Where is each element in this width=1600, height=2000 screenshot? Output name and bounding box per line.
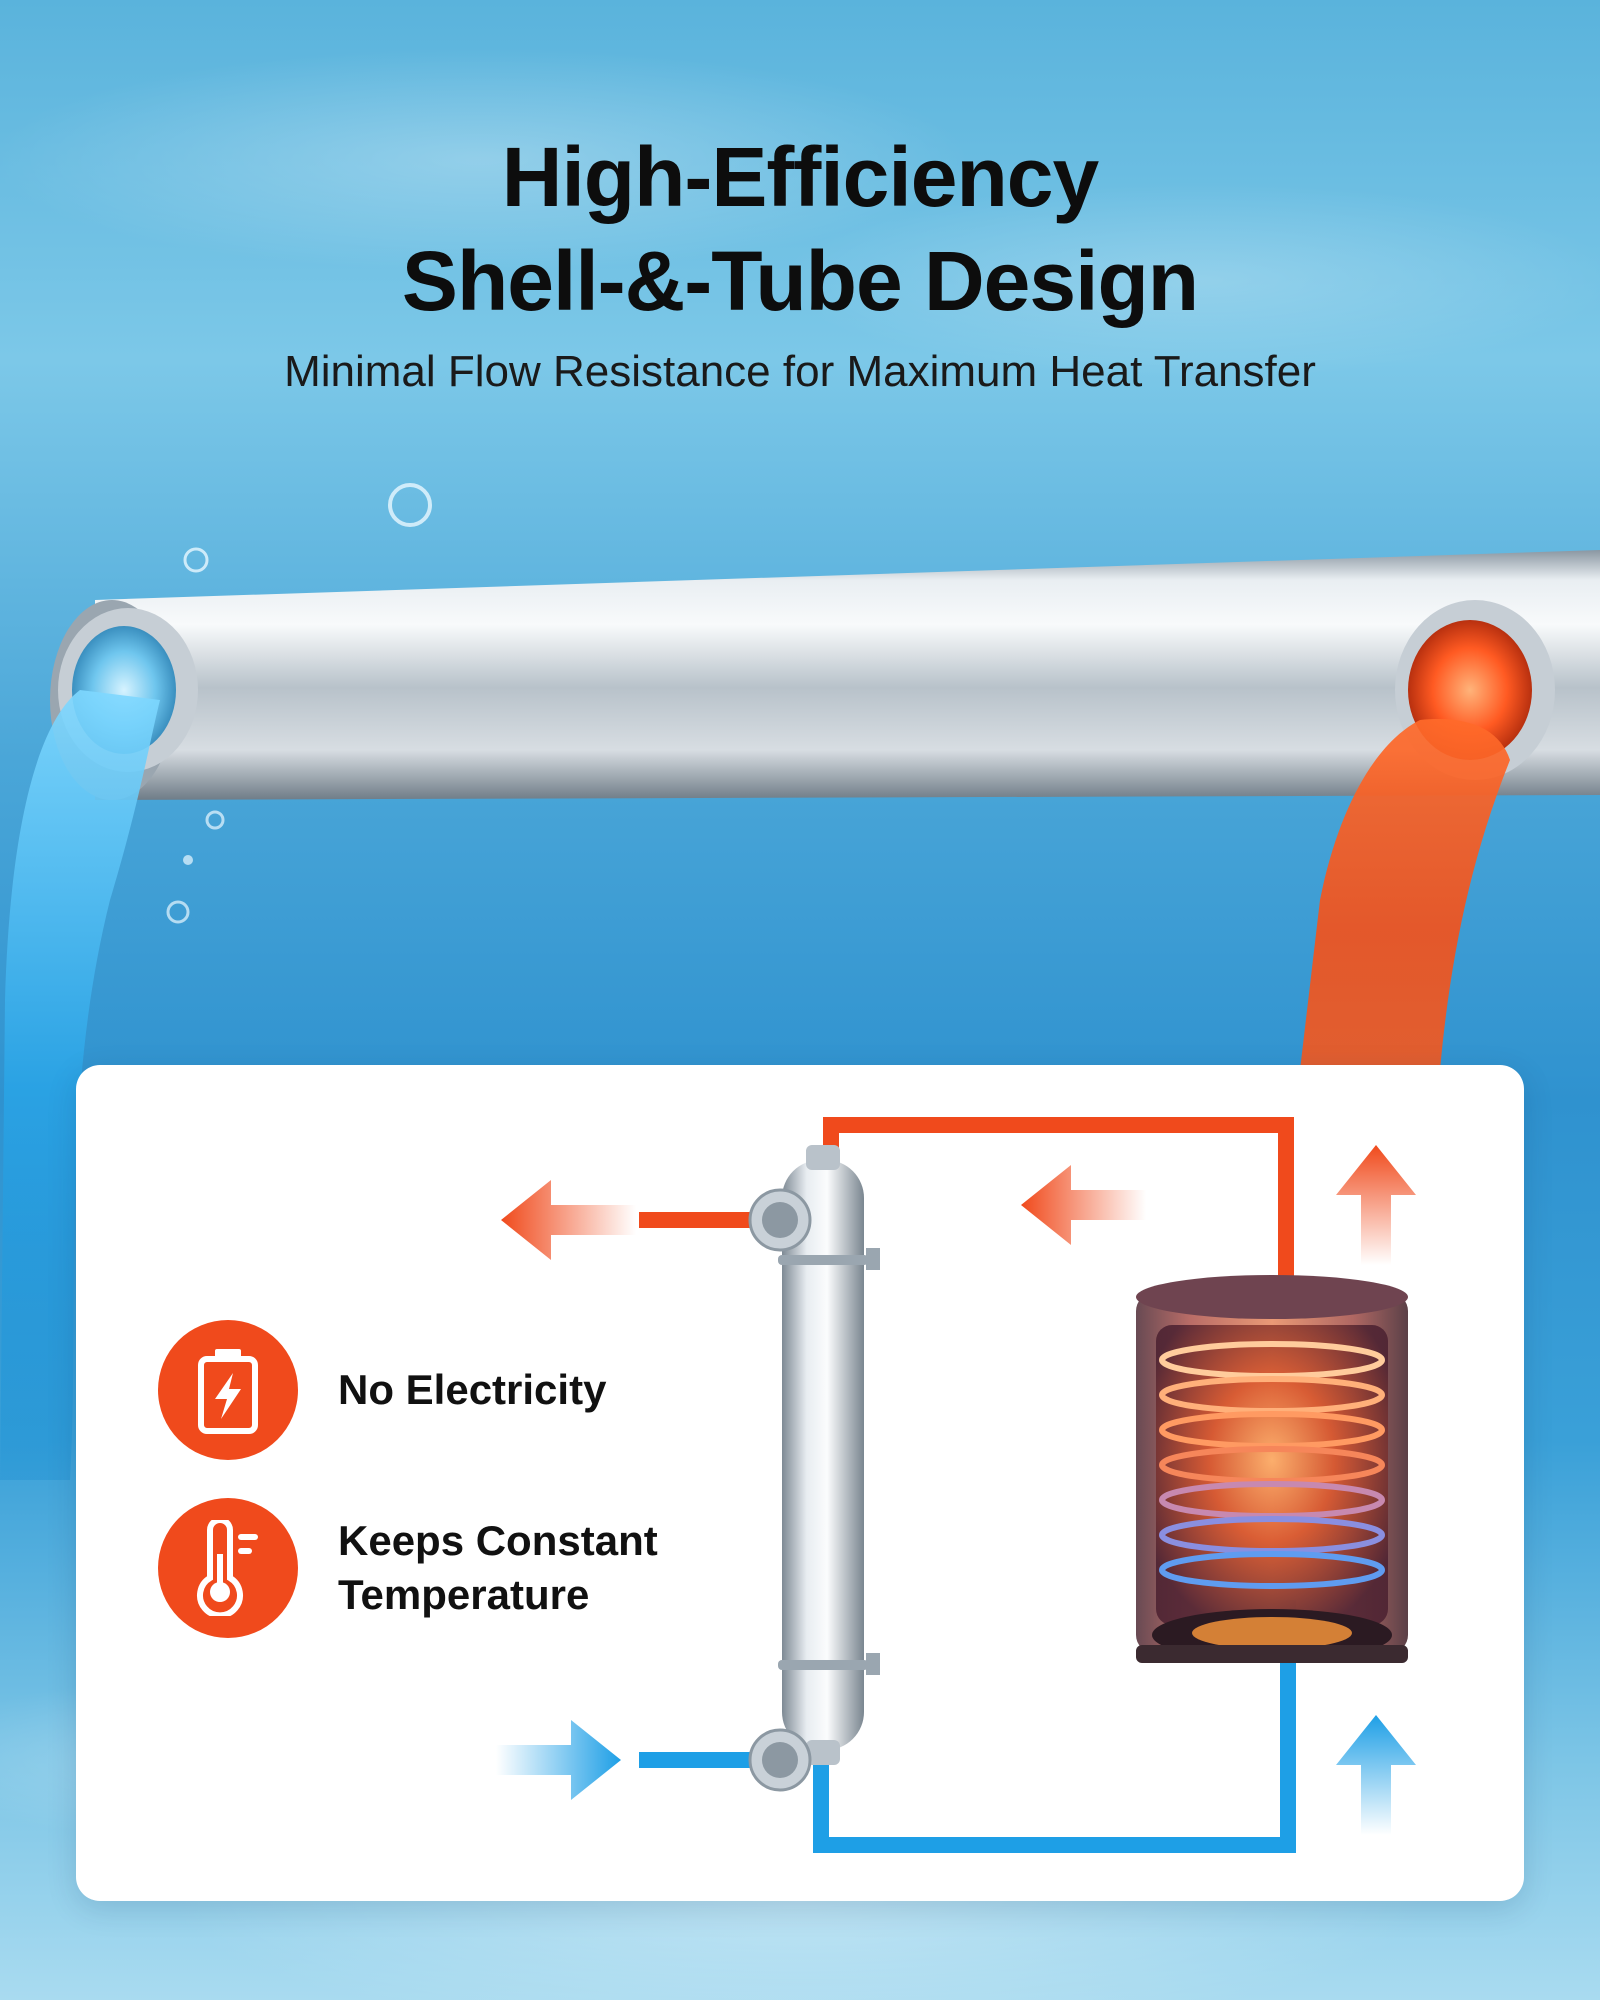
steel-tube-body — [95, 550, 1600, 800]
hot-out-arrow — [501, 1180, 636, 1260]
feature-label: Keeps Constant Temperature — [338, 1514, 658, 1622]
heat-exchanger — [748, 1145, 880, 1792]
title-line-1: High-Efficiency — [501, 130, 1099, 224]
cold-in-arrow — [496, 1720, 621, 1800]
bubble — [183, 547, 209, 573]
heater-tank — [1136, 1275, 1408, 1663]
feature-label: No Electricity — [338, 1366, 607, 1413]
feature-label-line-2: Temperature — [338, 1571, 590, 1618]
hot-up-arrow — [1336, 1145, 1416, 1265]
title-line-2: Shell-&-Tube Design — [401, 234, 1199, 328]
feature-no-electricity: No Electricity — [158, 1320, 606, 1460]
hot-water-stream — [1300, 719, 1510, 1070]
bubble — [205, 810, 225, 830]
subtitle: Minimal Flow Resistance for Maximum Heat… — [284, 347, 1316, 396]
hot-return-arrow — [1021, 1165, 1146, 1245]
cold-pipe-bottom — [813, 1600, 1296, 1853]
cold-up-arrow — [1336, 1715, 1416, 1835]
feature-label-line-1: Keeps Constant — [338, 1517, 658, 1564]
bubble — [166, 900, 190, 924]
thermometer-icon — [158, 1498, 298, 1638]
battery-bolt-icon — [158, 1320, 298, 1460]
info-card: No Electricity Keeps Constant Temperatur… — [76, 1065, 1524, 1901]
bubble — [388, 483, 432, 527]
bubble — [183, 855, 193, 865]
headline: High-Efficiency Shell-&-Tube Design Mini… — [0, 125, 1600, 397]
feature-constant-temperature: Keeps Constant Temperature — [158, 1498, 658, 1638]
flow-diagram — [496, 1117, 1416, 1853]
